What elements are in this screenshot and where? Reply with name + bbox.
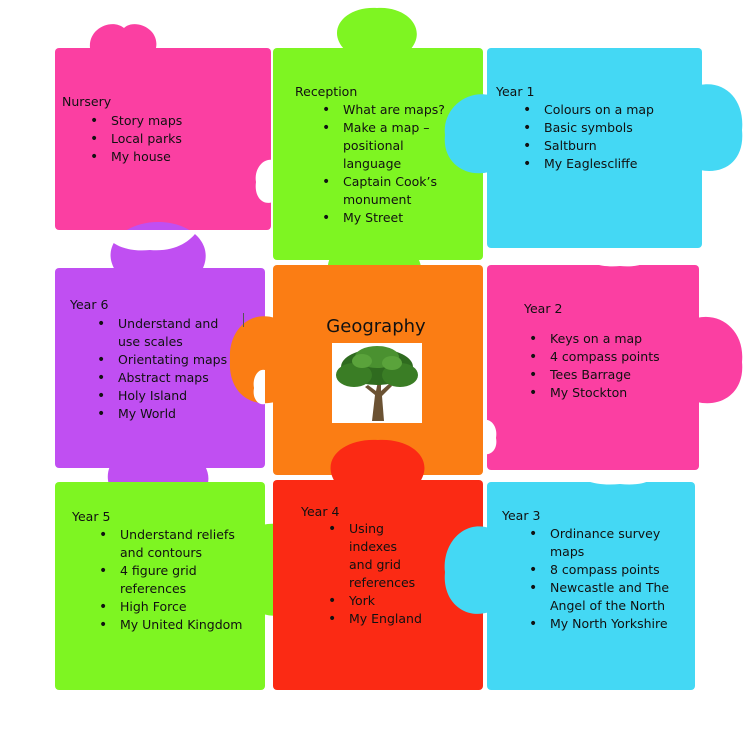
topic-item: Understand and use scales [93,315,228,351]
topic-item: My house [86,148,246,166]
piece-label-year4: Year 4 [301,504,340,519]
topic-item: Make a map – positional language [318,119,448,173]
center-title: Geography [326,316,426,337]
topic-item: Tees Barrage [525,366,685,384]
topic-item: Keys on a map [525,330,685,348]
topic-item: York [324,592,424,610]
topic-item: Basic symbols [519,119,689,137]
topic-item: My North Yorkshire [525,615,685,633]
piece-label-year6: Year 6 [70,297,109,312]
topic-item: My England [324,610,424,628]
topic-item: My United Kingdom [95,616,245,634]
topic-list-year4: Using indexes and grid referencesYorkMy … [324,520,424,628]
topic-item: Abstract maps [93,369,228,387]
piece-label-year1: Year 1 [496,84,535,99]
piece-label-year5: Year 5 [72,509,111,524]
piece-label-reception: Reception [295,84,358,99]
topic-item: Ordinance survey maps [525,525,685,561]
topic-item: My Street [318,209,448,227]
topic-item: High Force [95,598,245,616]
topic-item: Story maps [86,112,246,130]
topic-item: Local parks [86,130,246,148]
topic-item: Holy Island [93,387,228,405]
topic-item: 4 compass points [525,348,685,366]
topic-item: Colours on a map [519,101,689,119]
topic-item: Using indexes and grid references [324,520,424,592]
text-cursor [243,313,244,327]
topic-item: My Eaglescliffe [519,155,689,173]
piece-label-year2: Year 2 [524,301,563,316]
piece-label-nursery: Nursery [62,94,112,109]
topic-list-year5: Understand reliefs and contours4 figure … [95,526,245,634]
topic-item: Captain Cook’s monument [318,173,448,209]
puzzle-gaps [103,159,660,485]
topic-item: What are maps? [318,101,448,119]
topic-list-reception: What are maps?Make a map – positional la… [318,101,448,227]
topic-item: 4 figure grid references [95,562,245,598]
topic-item: Saltburn [519,137,689,155]
topic-item: Understand reliefs and contours [95,526,245,562]
topic-item: Newcastle and The Angel of the North [525,579,685,615]
topic-item: My World [93,405,228,423]
topic-item: 8 compass points [525,561,685,579]
topic-item: Orientating maps [93,351,228,369]
topic-list-year6: Understand and use scalesOrientating map… [93,315,228,423]
topic-list-year1: Colours on a mapBasic symbolsSaltburnMy … [519,101,689,173]
topic-list-year3: Ordinance survey maps8 compass pointsNew… [525,525,685,633]
topic-item: My Stockton [525,384,685,402]
topic-list-nursery: Story mapsLocal parksMy house [86,112,246,166]
piece-label-year3: Year 3 [502,508,541,523]
topic-list-year2: Keys on a map4 compass pointsTees Barrag… [525,330,685,402]
tree-icon [332,343,422,423]
